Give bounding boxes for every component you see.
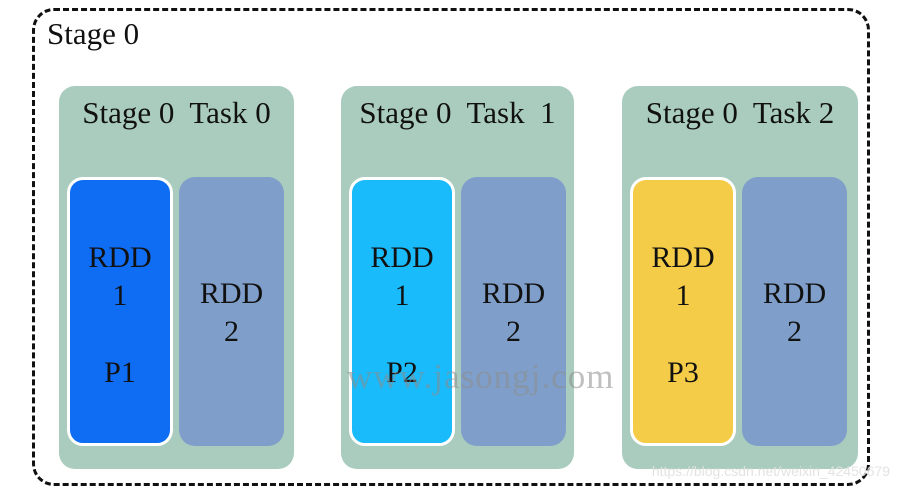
- rdd-2-block: RDD 2: [461, 177, 566, 446]
- rdd-name: RDD: [370, 241, 434, 274]
- partition-label: P1: [104, 356, 136, 389]
- task-panel-1: Stage 0 Task 1 RDD 1 P2 RDD 2: [341, 86, 574, 469]
- task-panel-0: Stage 0 Task 0 RDD 1 P1 RDD 2: [59, 86, 294, 469]
- rdd-number: 2: [787, 315, 802, 348]
- rdd-number: 1: [394, 279, 410, 312]
- task-title: Stage 0 Task 2: [645, 95, 835, 130]
- rdd-number: 1: [675, 279, 691, 312]
- rdd-name: RDD: [651, 241, 715, 274]
- rdd-1-block: RDD 1 P3: [630, 177, 736, 446]
- rdd-name: RDD: [88, 241, 152, 274]
- rdd-1-block: RDD 1 P1: [67, 177, 173, 446]
- stage-outline: [32, 8, 870, 486]
- rdd-name: RDD: [199, 277, 264, 310]
- rdd-2-block: RDD 2: [179, 177, 284, 446]
- rdd-number: 1: [112, 279, 128, 312]
- rdd-1-block: RDD 1 P2: [349, 177, 455, 446]
- rdd-number: 2: [506, 315, 521, 348]
- task-title: Stage 0 Task 0: [82, 95, 271, 130]
- task-title: Stage 0 Task 1: [359, 95, 556, 130]
- partition-label: P3: [667, 356, 699, 389]
- task-panel-2: Stage 0 Task 2 RDD 1 P3 RDD 2: [622, 86, 858, 469]
- rdd-2-block: RDD 2: [742, 177, 847, 446]
- credit-text: https://blog.csdn.net/weixin_42450679: [651, 463, 890, 479]
- rdd-name: RDD: [762, 277, 827, 310]
- rdd-name: RDD: [481, 277, 546, 310]
- stage-title: Stage 0: [47, 16, 140, 51]
- rdd-number: 2: [224, 315, 239, 348]
- watermark-text: www.jasongj.com: [347, 357, 615, 396]
- partition-label: P2: [386, 356, 418, 389]
